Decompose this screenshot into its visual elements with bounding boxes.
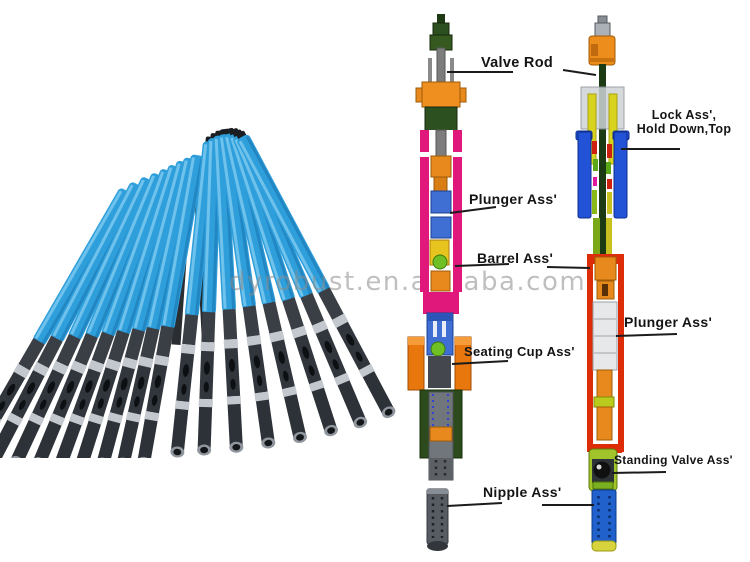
right-pump-diagram — [575, 15, 630, 552]
lock-assembly — [575, 130, 630, 219]
pump-bundle-photo — [0, 0, 400, 458]
standing-valve-part — [588, 448, 618, 492]
callout-lines — [446, 69, 680, 507]
left-pump-diagram — [407, 14, 472, 551]
cage-and-ball — [426, 312, 454, 388]
watermark: dyrobust.en.alibaba.com — [229, 267, 587, 297]
valve-rod-part — [428, 14, 454, 89]
hold-down-housing — [580, 86, 625, 165]
label-standing-valve: Standing Valve Ass' — [614, 453, 733, 467]
plunger-part-right — [592, 256, 618, 441]
valve-rod-part-right — [588, 15, 616, 258]
label-lock-line1: Lock Ass', — [651, 108, 717, 122]
label-plunger-left: Plunger Ass' — [469, 191, 558, 207]
label-plunger-right: Plunger Ass' — [624, 314, 713, 330]
label-valve-rod: Valve Rod — [481, 55, 554, 71]
label-nipple: Nipple Ass' — [483, 484, 562, 500]
upper-green-body — [424, 106, 458, 134]
label-barrel: Barrel Ass' — [477, 250, 554, 266]
label-lock-line2: Hold Down,Top — [636, 121, 732, 136]
below-lock-section — [593, 218, 612, 256]
label-seating-cup: Seating Cup Ass' — [464, 344, 575, 359]
nipple-part — [426, 488, 449, 551]
plunger-internals — [429, 129, 452, 292]
top-coupling — [415, 81, 467, 108]
barrel-pink — [420, 130, 462, 314]
label-lock-assembly: Lock Ass', Hold Down,Top — [636, 108, 732, 136]
lower-body-gas-anchor — [419, 389, 463, 481]
nipple-part-right — [591, 489, 617, 552]
